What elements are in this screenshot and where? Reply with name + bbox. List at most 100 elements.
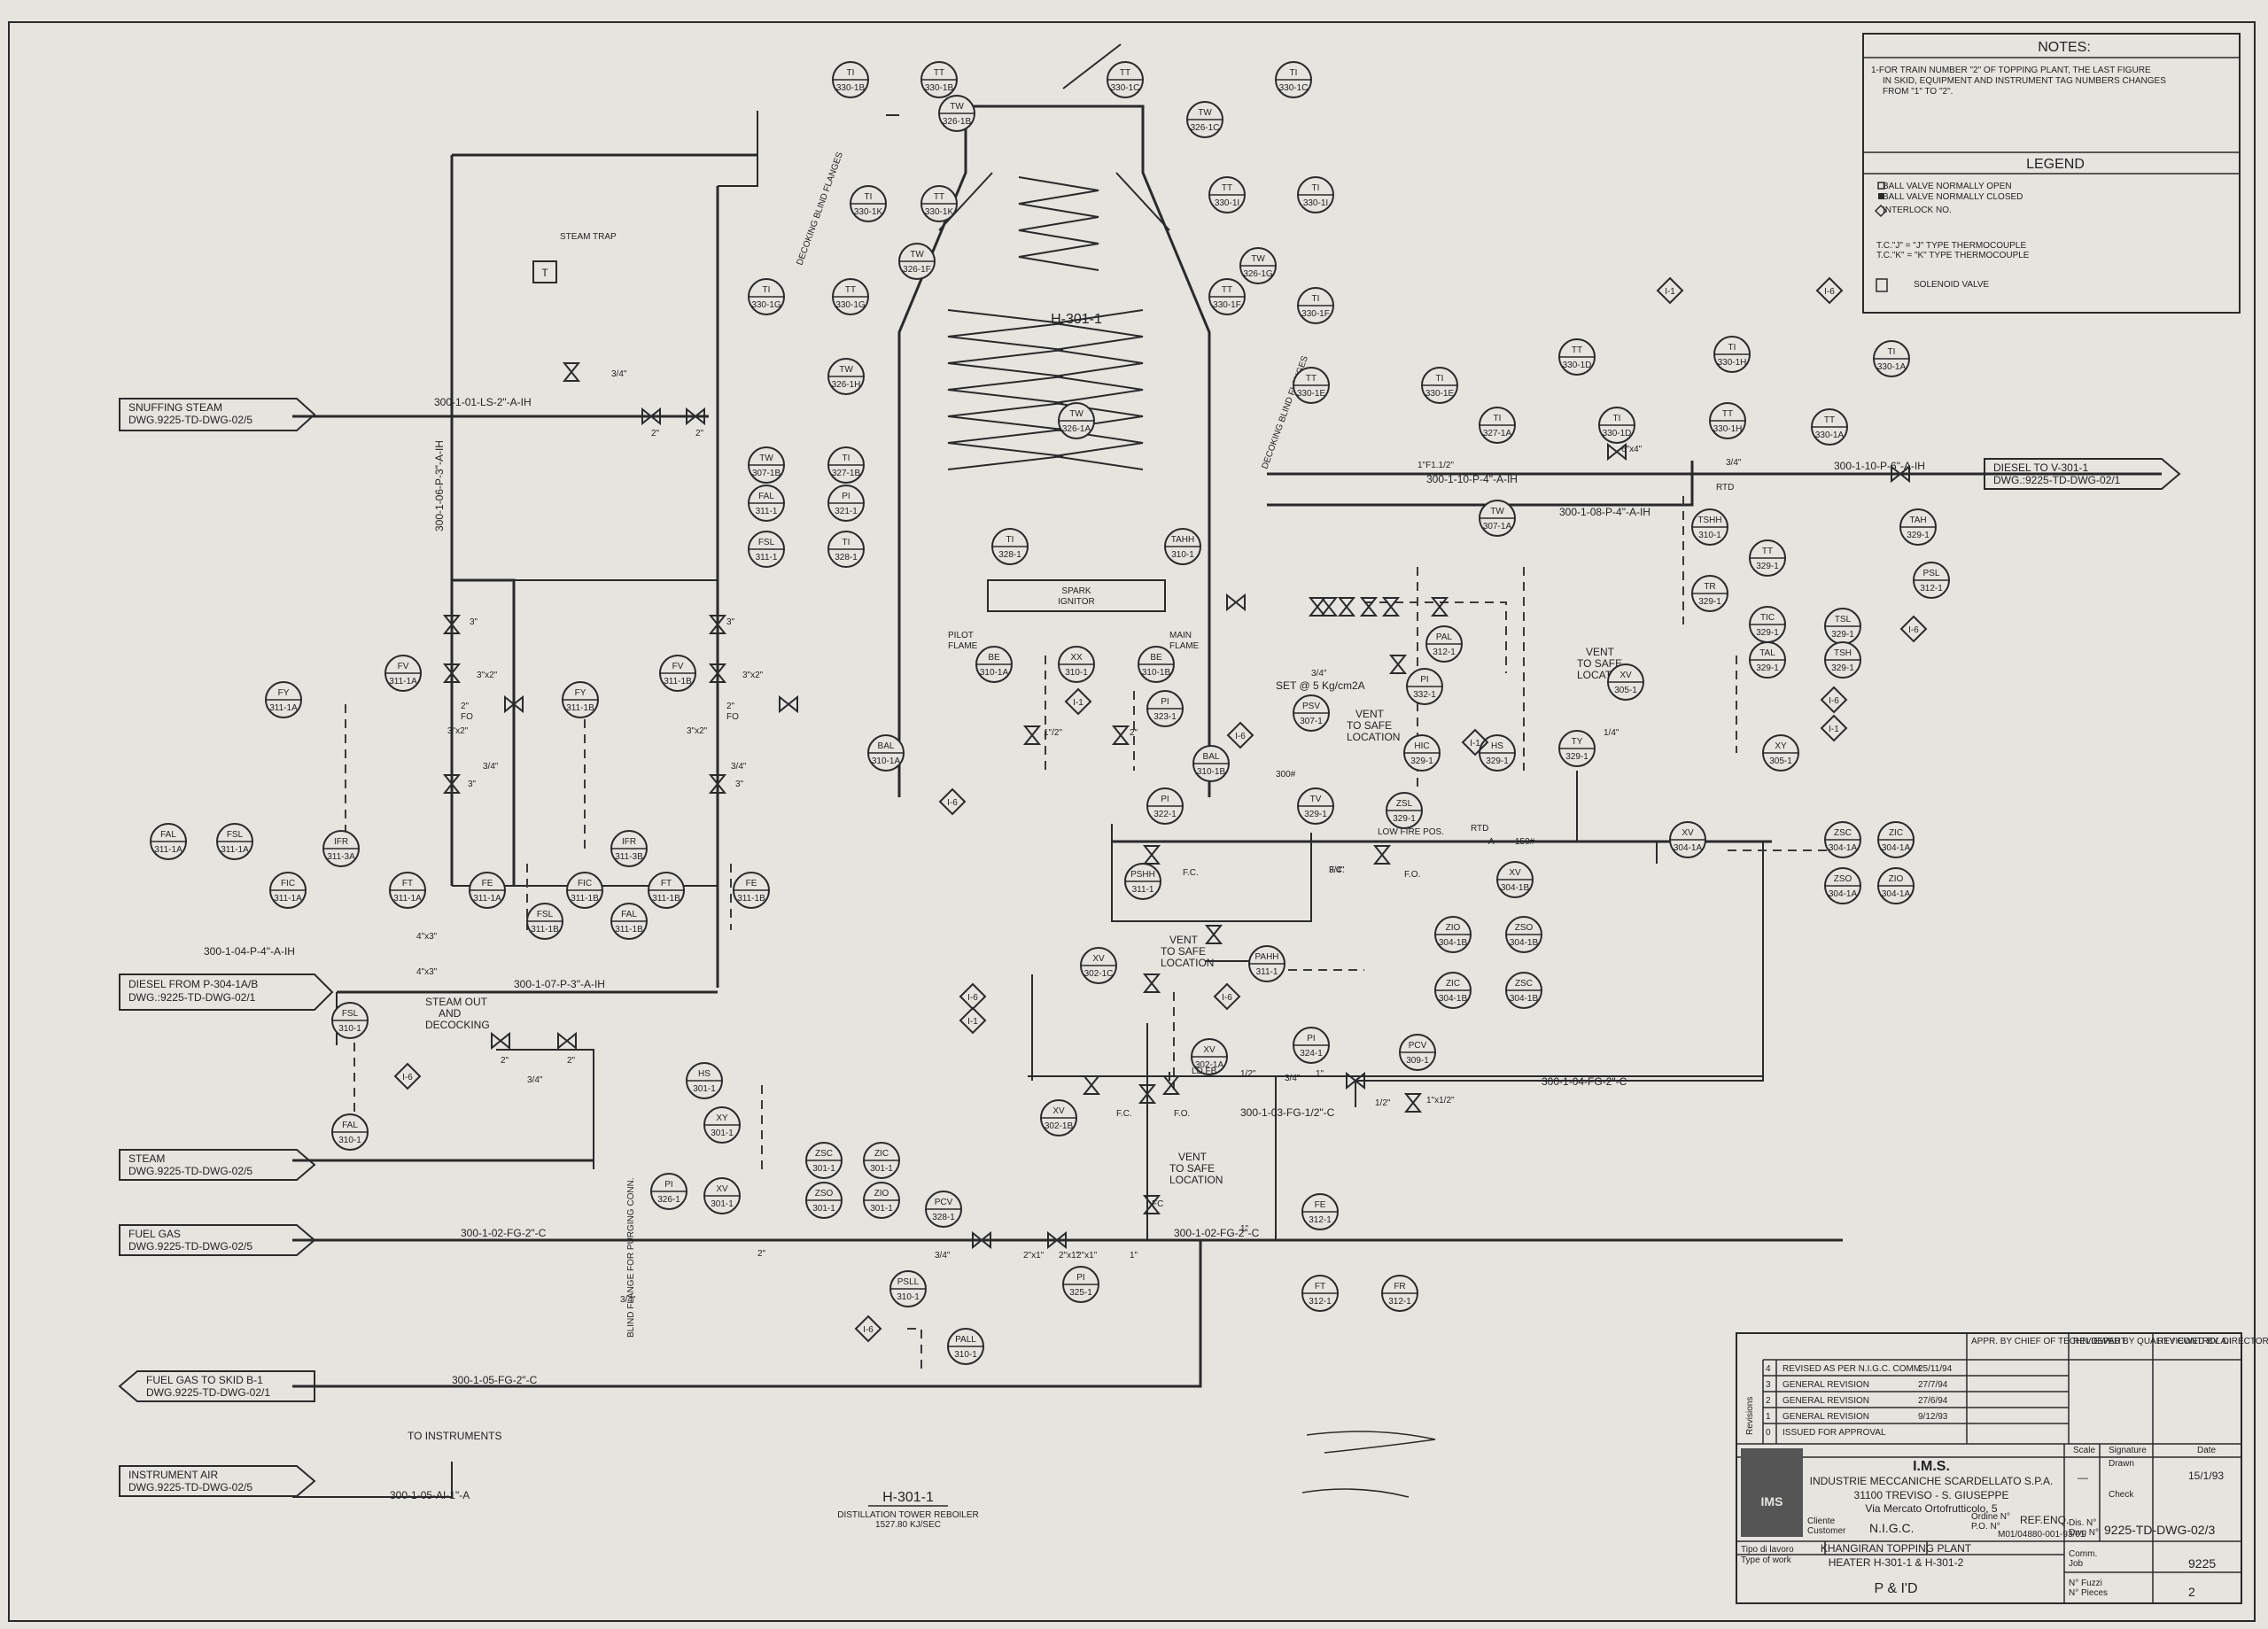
- valve-symbol: [1111, 725, 1130, 745]
- instrument-number: 311-1B: [531, 925, 559, 935]
- interlock-i-1: I-1: [1461, 728, 1489, 756]
- svg-text:Type of work: Type of work: [1741, 1555, 1792, 1565]
- steam-out-label: STEAM OUT: [425, 996, 488, 1008]
- instrument-number: 304-1A: [1882, 889, 1911, 899]
- valves: [442, 362, 1910, 1250]
- valve-symbol: [686, 407, 705, 426]
- svg-text:Customer: Customer: [1807, 1526, 1846, 1536]
- instrument-number: 305-1: [1769, 756, 1792, 766]
- svg-text:IGNITOR: IGNITOR: [1058, 597, 1094, 607]
- instrument-tag: XV: [1509, 868, 1521, 878]
- instrument-tag: TT: [1572, 345, 1582, 355]
- instrument-number: 311-1A: [393, 894, 422, 904]
- instrument-number: 330-1C: [1279, 83, 1309, 93]
- instrument-tag: PCV: [935, 1198, 953, 1207]
- pipe-size: F.O.: [1404, 870, 1420, 880]
- instrument-tag: FAL: [160, 830, 176, 840]
- legend-item-4: T.C."J" = "J" TYPE THERMOCOUPLE: [1876, 241, 2026, 251]
- dwg-number: 9225-TD-DWG-02/3: [2104, 1523, 2215, 1537]
- interlock-label: I-1: [1829, 725, 1839, 734]
- heater-h-301-1: H-301-1 SPARK IGNITOR: [897, 43, 1211, 797]
- revision-desc: GENERAL REVISION: [1783, 1396, 1869, 1406]
- instrument-tag: TT: [1222, 285, 1232, 295]
- instrument-number: 329-1: [1486, 756, 1509, 766]
- instrument-tag: TI: [843, 454, 850, 463]
- revision-desc: REVISED AS PER N.I.G.C. COMM.: [1783, 1364, 1923, 1374]
- revisions-label: Revisions: [1745, 1397, 1755, 1435]
- instrument-number: 324-1: [1300, 1049, 1323, 1059]
- pipe-size: 2": [501, 1056, 509, 1066]
- interlock-i-6: I-6: [1213, 982, 1241, 1011]
- instrument-pcv-328-1: PCV 328-1: [925, 1191, 962, 1228]
- instrument-number: 329-1: [1756, 628, 1779, 638]
- pipe-size: F.C.: [1329, 865, 1345, 875]
- valve-symbol: [1204, 925, 1223, 944]
- connector-fuel-gas-skid: FUEL GAS TO SKID B-1 DWG.9225-TD-DWG-02/…: [118, 1370, 315, 1402]
- project-name: KHANGIRAN TOPPING PLANT: [1821, 1542, 1972, 1555]
- revision-date: 25/11/94: [1918, 1364, 1953, 1374]
- interlock-label: I-1: [1665, 287, 1675, 297]
- instrument-tag: FT: [661, 879, 672, 888]
- instrument-number: 310-1: [1065, 668, 1088, 678]
- bottom-title-desc2: 1527.80 KJ/SEC: [875, 1520, 941, 1530]
- instrument-tag: XV: [1619, 671, 1632, 680]
- pipe-size: F.C.: [1116, 1109, 1132, 1119]
- svg-text:T: T: [541, 267, 548, 279]
- instrument-tag: TW: [1490, 507, 1504, 516]
- instrument-tag: TI: [1494, 414, 1502, 423]
- pipe-size: 1": [1316, 1069, 1324, 1079]
- instrument-number: 301-1: [812, 1164, 835, 1174]
- instrument-tag: FT: [402, 879, 413, 888]
- valve-symbol: [1308, 597, 1327, 617]
- signal-lines: [345, 496, 1843, 1369]
- interlock-i-6: I-6: [1820, 686, 1848, 714]
- pipe-size-labels: 3/4"2"2"3"3"x2"2"FO3"x2"3/4"3"3"3"x2"2"F…: [416, 369, 1742, 1305]
- interlock-i-6: I-6: [1815, 276, 1844, 305]
- svg-text:300-1-05-FG-2"-C: 300-1-05-FG-2"-C: [452, 1374, 538, 1386]
- instrument-tag: TI: [843, 538, 850, 547]
- revision-no: 4: [1766, 1364, 1771, 1374]
- blind-flange-label: BLIND FLANGE FOR PURGING CONN.: [626, 1177, 636, 1338]
- instrument-tag: TW: [1198, 108, 1212, 118]
- revision-date: 27/7/94: [1918, 1380, 1948, 1390]
- dis-label: Dis. N°: [2069, 1518, 2096, 1528]
- legend-item-6: SOLENOID VALVE: [1914, 280, 1990, 290]
- instrument-number: 321-1: [835, 507, 858, 516]
- instrument-tag: FE: [482, 879, 493, 888]
- instrument-number: 310-1: [1698, 531, 1721, 540]
- instrument-number: 312-1: [1309, 1215, 1332, 1225]
- pipe-size: 1": [1130, 1251, 1138, 1261]
- svg-text:DECOCKING: DECOCKING: [425, 1019, 490, 1031]
- company-address-2: Via Mercato Ortofrutticolo, 5: [1865, 1502, 1998, 1515]
- instrument-tag: XV: [1682, 828, 1694, 838]
- instrument-number: 330-1E: [1425, 389, 1455, 399]
- instrument-tag: TT: [1824, 415, 1835, 425]
- instrument-tag: TI: [1613, 414, 1621, 423]
- valve-symbol: [1381, 597, 1401, 617]
- instrument-tag: FSL: [342, 1009, 359, 1019]
- instrument-tag: BAL: [1203, 752, 1220, 762]
- valve-symbol: [491, 1031, 510, 1051]
- instrument-number: 329-1: [1410, 756, 1433, 766]
- instrument-number: 328-1: [932, 1213, 955, 1222]
- instrument-tag: XX: [1070, 653, 1083, 663]
- instrument-tag: TV: [1310, 795, 1322, 804]
- instrument-tag: FAL: [342, 1121, 358, 1130]
- svg-text:DWG.9225-TD-DWG-02/5: DWG.9225-TD-DWG-02/5: [128, 1240, 252, 1253]
- pipe-size: 1"F1.1/2": [1418, 461, 1454, 470]
- instrument-tag: ZSO: [1515, 923, 1534, 933]
- pipe-size: 2": [757, 1249, 766, 1259]
- pipe-size: 2"x1": [1023, 1251, 1045, 1261]
